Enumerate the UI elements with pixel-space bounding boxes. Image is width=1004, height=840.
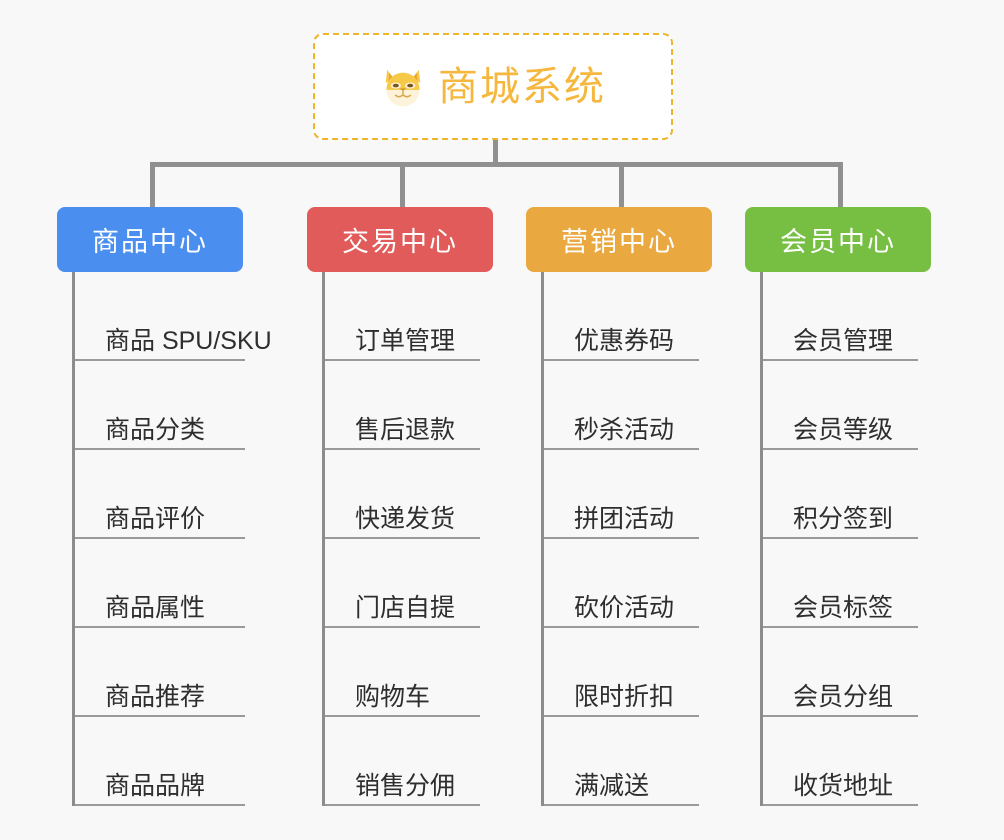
leaf-item-label: 砍价活动 [574,593,675,622]
category-label: 营销中心 [561,227,677,257]
leaf-item[interactable]: 会员等级 [763,361,931,450]
leaf-item[interactable]: 商品 SPU/SKU [75,272,272,361]
connector-bar [150,162,843,167]
leaf-list-product-center: 商品 SPU/SKU 商品分类商品评价商品属性商品推荐商品品牌 [72,272,272,806]
leaf-item-rule [75,715,245,717]
branch-column-product-center: 商品中心商品 SPU/SKU 商品分类商品评价商品属性商品推荐商品品牌 [57,207,272,806]
leaf-item-rule [544,537,699,539]
leaf-item-rule [325,448,480,450]
leaf-item[interactable]: 秒杀活动 [544,361,712,450]
category-box-marketing-center[interactable]: 营销中心 [526,207,712,272]
leaf-item-label: 会员分组 [793,682,894,711]
leaf-item-label: 收货地址 [793,771,894,800]
leaf-item[interactable]: 门店自提 [325,539,493,628]
leaf-item-rule [544,359,699,361]
leaf-item[interactable]: 购物车 [325,628,493,717]
root-title: 商城系统 [438,64,606,109]
leaf-item-rule [75,359,245,361]
leaf-item[interactable]: 砍价活动 [544,539,712,628]
leaf-item-rule [75,626,245,628]
leaf-item-label: 商品品牌 [105,771,206,800]
leaf-item[interactable]: 商品品牌 [75,717,272,806]
leaf-item-label: 门店自提 [355,593,456,622]
leaf-item-label: 快递发货 [355,504,456,533]
leaf-item-rule [325,715,480,717]
leaf-item-rule [763,626,918,628]
leaf-list-member-center: 会员管理会员等级积分签到会员标签会员分组收货地址 [760,272,931,806]
leaf-item[interactable]: 会员分组 [763,628,931,717]
leaf-item[interactable]: 积分签到 [763,450,931,539]
leaf-item-rule [763,448,918,450]
category-box-product-center[interactable]: 商品中心 [57,207,243,272]
leaf-item[interactable]: 满减送 [544,717,712,806]
leaf-list-trade-center: 订单管理售后退款快递发货门店自提购物车销售分佣 [322,272,493,806]
connector-drop-1 [150,162,155,208]
category-label: 商品中心 [92,227,208,257]
leaf-item-label: 商品评价 [105,504,206,533]
leaf-item-label: 会员等级 [793,415,894,444]
leaf-item-label: 拼团活动 [574,504,675,533]
connector-stem [493,140,498,166]
leaf-item-label: 会员标签 [793,593,894,622]
leaf-item-label: 优惠券码 [574,326,675,355]
leaf-item[interactable]: 会员管理 [763,272,931,361]
leaf-item-rule [325,537,480,539]
connector-drop-4 [838,162,843,208]
branch-column-marketing-center: 营销中心优惠券码秒杀活动拼团活动砍价活动限时折扣满减送 [526,207,712,806]
leaf-item-label: 商品 SPU/SKU [105,326,272,355]
leaf-item[interactable]: 拼团活动 [544,450,712,539]
leaf-item[interactable]: 订单管理 [325,272,493,361]
branch-column-trade-center: 交易中心订单管理售后退款快递发货门店自提购物车销售分佣 [307,207,493,806]
leaf-item-label: 销售分佣 [355,771,456,800]
connector-drop-3 [619,162,624,208]
category-label: 会员中心 [780,227,896,257]
leaf-item[interactable]: 销售分佣 [325,717,493,806]
leaf-item-rule [544,626,699,628]
leaf-item[interactable]: 会员标签 [763,539,931,628]
leaf-item-rule [325,626,480,628]
leaf-item[interactable]: 快递发货 [325,450,493,539]
leaf-item-label: 会员管理 [793,326,894,355]
leaf-item-label: 商品推荐 [105,682,206,711]
leaf-item-label: 满减送 [574,771,650,800]
connector-drop-2 [400,162,405,208]
leaf-item-rule [763,715,918,717]
category-label: 交易中心 [342,227,458,257]
leaf-item-label: 商品属性 [105,593,206,622]
leaf-item[interactable]: 收货地址 [763,717,931,806]
leaf-item[interactable]: 商品分类 [75,361,272,450]
leaf-item-rule [325,804,480,806]
leaf-item-label: 限时折扣 [574,682,675,711]
leaf-item-label: 售后退款 [355,415,456,444]
category-box-member-center[interactable]: 会员中心 [745,207,931,272]
leaf-item-rule [763,359,918,361]
leaf-item[interactable]: 商品评价 [75,450,272,539]
leaf-list-marketing-center: 优惠券码秒杀活动拼团活动砍价活动限时折扣满减送 [541,272,712,806]
leaf-item-rule [75,804,245,806]
leaf-item-label: 积分签到 [793,504,894,533]
leaf-item-rule [544,448,699,450]
leaf-item-rule [544,804,699,806]
dog-face-icon [380,64,426,110]
leaf-item-rule [75,537,245,539]
leaf-item-label: 订单管理 [355,326,456,355]
leaf-item[interactable]: 售后退款 [325,361,493,450]
category-box-trade-center[interactable]: 交易中心 [307,207,493,272]
root-node[interactable]: 商城系统 [313,33,673,140]
leaf-item-rule [325,359,480,361]
leaf-item-label: 商品分类 [105,415,206,444]
leaf-item[interactable]: 商品属性 [75,539,272,628]
leaf-item[interactable]: 限时折扣 [544,628,712,717]
leaf-item-rule [763,804,918,806]
leaf-item-rule [763,537,918,539]
leaf-item[interactable]: 优惠券码 [544,272,712,361]
leaf-item-label: 购物车 [355,682,431,711]
leaf-item[interactable]: 商品推荐 [75,628,272,717]
leaf-item-label: 秒杀活动 [574,415,675,444]
leaf-item-rule [544,715,699,717]
leaf-item-rule [75,448,245,450]
branch-column-member-center: 会员中心会员管理会员等级积分签到会员标签会员分组收货地址 [745,207,931,806]
